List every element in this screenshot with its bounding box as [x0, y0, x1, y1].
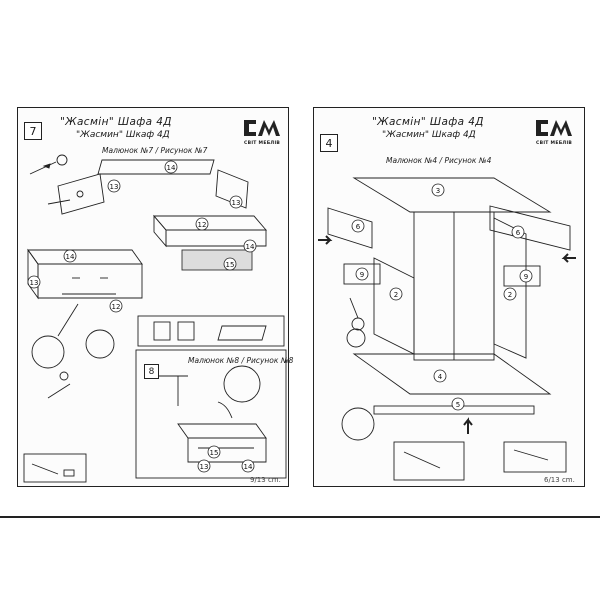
page-number: 9/13 cm.	[250, 476, 281, 484]
step-number-box: 4	[320, 134, 338, 152]
brand-logo	[244, 120, 280, 136]
brand-logo-text: СВІТ МЕБЛІВ	[244, 141, 281, 146]
part-label: 5	[456, 401, 460, 409]
instruction-page-left: 7 "Жасмін" Шафа 4Д "Жасмин" Шкаф 4Д СВІТ…	[17, 107, 293, 487]
page-subtitle: "Жасмин" Шкаф 4Д	[76, 130, 170, 140]
part-label: 2	[394, 291, 398, 299]
figure-caption-8: Малюнок №8 / Рисунок №8	[188, 356, 294, 365]
part-label: 9	[360, 271, 364, 279]
part-label: 4	[438, 373, 443, 381]
brand-logo	[536, 120, 572, 136]
assembly-drawing-right: 3 6 6 9 2 2 4 5 9	[318, 177, 576, 481]
page-title: "Жасмін" Шафа 4Д	[60, 116, 172, 128]
part-label: 12	[198, 221, 207, 229]
sub-step-number-box: 8	[144, 364, 159, 379]
assembly-drawing-left: 14 13 13 12 14 15 14 13 12 15 13 14	[23, 154, 287, 483]
page-bottom-rule	[0, 516, 600, 518]
figure-caption-4: Малюнок №4 / Рисунок №4	[386, 156, 492, 165]
part-label: 13	[110, 183, 119, 191]
page-title: "Жасмін" Шафа 4Д	[372, 116, 484, 128]
page-number: 6/13 cm.	[544, 476, 575, 484]
part-label: 12	[112, 303, 121, 311]
part-label: 14	[66, 253, 75, 261]
step-number-box: 7	[24, 122, 42, 140]
part-label: 14	[244, 463, 253, 471]
brand-logo-text: СВІТ МЕБЛІВ	[536, 141, 573, 146]
figure-caption-7: Малюнок №7 / Рисунок №7	[102, 146, 208, 155]
part-label: 15	[226, 261, 235, 269]
part-label: 13	[200, 463, 209, 471]
part-label: 13	[232, 199, 241, 207]
instruction-page-right: 4 "Жасмін" Шафа 4Д "Жасмин" Шкаф 4Д СВІТ…	[313, 107, 585, 487]
part-label: 15	[210, 449, 219, 457]
part-label: 14	[246, 243, 255, 251]
part-label: 14	[167, 164, 176, 172]
part-label: 2	[508, 291, 512, 299]
part-label: 13	[30, 279, 39, 287]
page-subtitle: "Жасмин" Шкаф 4Д	[382, 130, 476, 140]
part-label: 9	[524, 273, 528, 281]
part-label: 3	[436, 187, 440, 195]
part-label: 6	[516, 229, 521, 237]
part-label: 6	[356, 223, 361, 231]
